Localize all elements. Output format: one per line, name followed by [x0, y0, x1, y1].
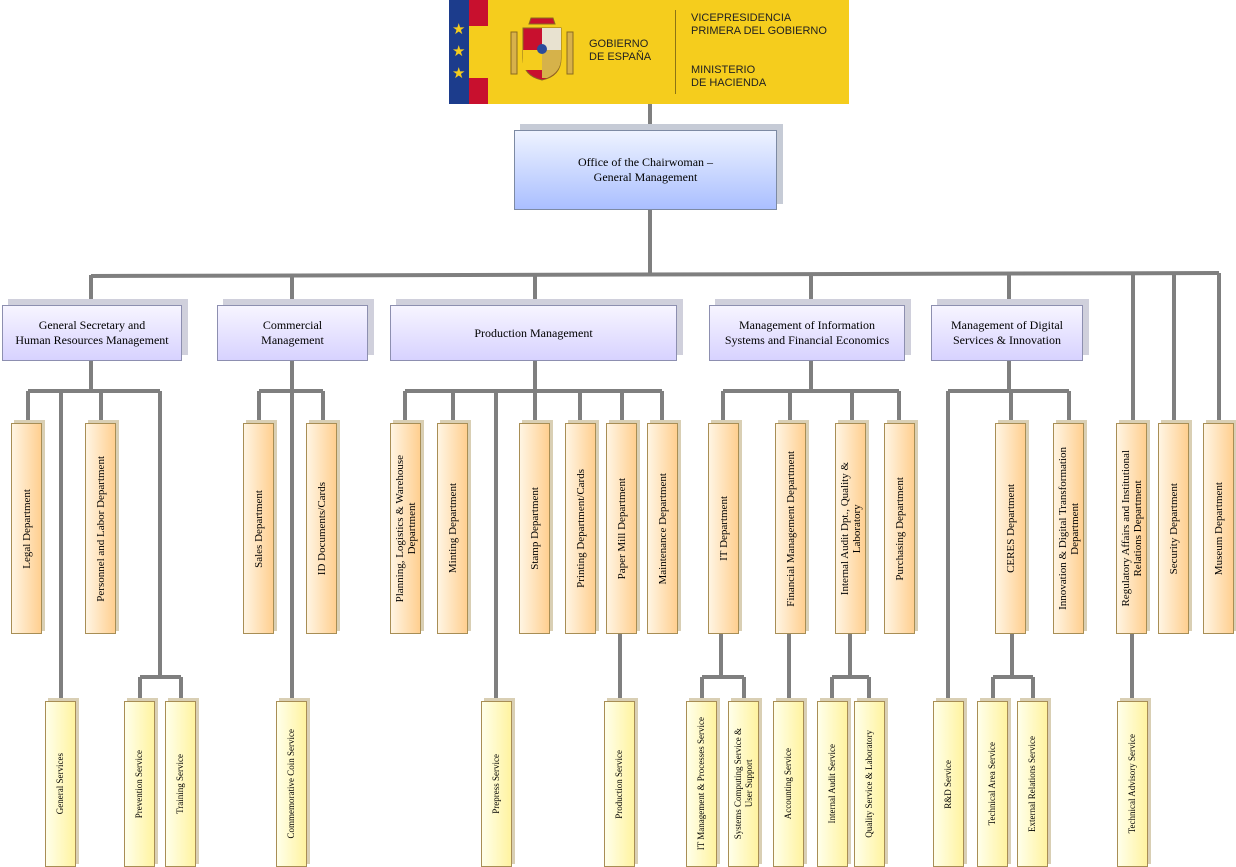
logo-separator	[675, 10, 676, 94]
technical-area-service-box: Technical Area Service	[977, 701, 1008, 867]
security-department-box: Security Department	[1158, 423, 1189, 634]
it-management-service-box: IT Management & Processes Service	[686, 701, 717, 867]
government-logo: ★ ★ ★ GOBIERNO DE ESPAÑA VICEPRESIDENCIA…	[449, 0, 849, 104]
eu-flag: ★ ★ ★	[449, 0, 469, 104]
personnel-labor-department-box: Personnel and Labor Department	[85, 423, 116, 634]
regulatory-affairs-department-box: Regulatory Affairs and Institutional Rel…	[1116, 423, 1147, 634]
eu-star-icon: ★	[452, 42, 466, 60]
unit-label: Production Management	[474, 325, 593, 340]
commemorative-coin-service-box: Commemorative Coin Service	[276, 701, 307, 867]
eu-star-icon: ★	[452, 20, 466, 38]
chairwoman-office-label: Office of the Chairwoman – General Manag…	[577, 155, 714, 184]
rd-service-box: R&D Service	[933, 701, 964, 867]
accounting-service-box: Accounting Service	[773, 701, 804, 867]
unit-label: General Secretary and Human Resources Ma…	[15, 318, 169, 347]
unit-label: Management of Information Systems and Fi…	[724, 318, 890, 347]
general-services-box: General Services	[45, 701, 76, 867]
production-management-box: Production Management	[390, 305, 677, 361]
stamp-department-box: Stamp Department	[519, 423, 550, 634]
digital-services-box: Management of Digital Services & Innovat…	[931, 305, 1083, 361]
coat-of-arms-icon	[510, 17, 574, 81]
systems-computing-service-box: Systems Computing Service & User Support	[728, 701, 759, 867]
ceres-department-box: CERES Department	[995, 423, 1026, 634]
internal-audit-service-box: Internal Audit Service	[817, 701, 848, 867]
external-relations-service-box: External Relations Service	[1017, 701, 1048, 867]
commercial-management-box: Commercial Management	[217, 305, 368, 361]
museum-department-box: Museum Department	[1203, 423, 1234, 634]
it-department-box: IT Department	[708, 423, 739, 634]
planning-logistics-department-box: Planning, Logistics & Warehouse Departme…	[390, 423, 421, 634]
prepress-service-box: Prepress Service	[481, 701, 512, 867]
eu-star-icon: ★	[452, 64, 466, 82]
technical-advisory-service-box: Technical Advisory Service	[1117, 701, 1148, 867]
unit-label: Management of Digital Services & Innovat…	[951, 318, 1063, 347]
paper-mill-department-box: Paper Mill Department	[606, 423, 637, 634]
id-documents-cards-box: ID Documents/Cards	[306, 423, 337, 634]
sales-department-box: Sales Department	[243, 423, 274, 634]
connector-line	[90, 271, 1220, 278]
general-secretary-box: General Secretary and Human Resources Ma…	[2, 305, 182, 361]
innovation-digital-department-box: Innovation & Digital Transformation Depa…	[1053, 423, 1084, 634]
minting-department-box: Minting Department	[437, 423, 468, 634]
chairwoman-office-box: Office of the Chairwoman – General Manag…	[514, 130, 777, 210]
spain-flag	[469, 0, 488, 104]
unit-label: Commercial Management	[261, 318, 324, 347]
printing-department-box: Printing Department/Cards	[565, 423, 596, 634]
ministerio-text: MINISTERIO DE HACIENDA	[691, 64, 767, 89]
gobierno-de-espana-text: GOBIERNO DE ESPAÑA	[589, 38, 652, 63]
production-service-box: Production Service	[604, 701, 635, 867]
internal-audit-department-box: Internal Audit Dpt., Quality & Laborator…	[835, 423, 866, 634]
training-service-box: Training Service	[165, 701, 196, 867]
maintenance-department-box: Maintenance Department	[647, 423, 678, 634]
vicepresidencia-text: VICEPRESIDENCIA PRIMERA DEL GOBIERNO	[691, 12, 827, 37]
legal-department-box: Legal Department	[11, 423, 42, 634]
purchasing-department-box: Purchasing Department	[884, 423, 915, 634]
information-systems-box: Management of Information Systems and Fi…	[709, 305, 905, 361]
financial-management-department-box: Financial Management Department	[775, 423, 806, 634]
quality-laboratory-service-box: Quality Service & Laboratory	[854, 701, 885, 867]
prevention-service-box: Prevention Service	[124, 701, 155, 867]
